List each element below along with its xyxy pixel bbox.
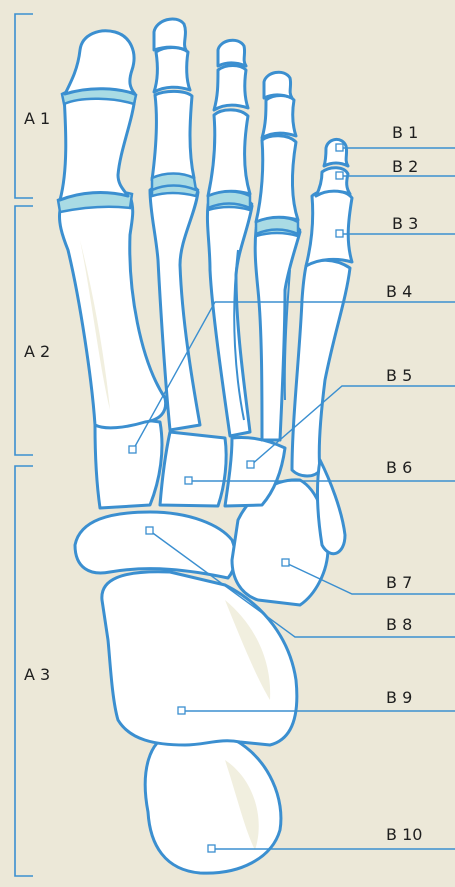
navicular-bone xyxy=(75,512,235,578)
toe-3-middle-phalanx xyxy=(214,66,248,111)
bracket-a2 xyxy=(15,206,33,455)
label-b1: B 1 xyxy=(392,123,418,142)
toe-2-proximal-phalanx xyxy=(152,91,194,180)
bracket-a1 xyxy=(15,14,33,198)
label-b5: B 5 xyxy=(386,366,412,385)
big-toe-distal-phalanx xyxy=(65,31,135,94)
toe-2-middle-phalanx xyxy=(154,48,190,93)
label-b6: B 6 xyxy=(386,458,412,477)
label-b10: B 10 xyxy=(386,825,422,844)
toe-2-distal-phalanx xyxy=(154,19,186,50)
toe-4-distal-phalanx xyxy=(264,72,292,98)
toe-3-distal-phalanx xyxy=(218,40,246,66)
toe-5-middle-phalanx xyxy=(316,168,350,196)
label-b7: B 7 xyxy=(386,573,412,592)
label-b8: B 8 xyxy=(386,615,412,634)
metatarsal-5-bone xyxy=(292,260,350,476)
label-b4: B 4 xyxy=(386,282,412,301)
medial-cuneiform-bone xyxy=(95,420,162,508)
toe-4-proximal-phalanx xyxy=(256,136,298,222)
toe-5-proximal-phalanx xyxy=(306,190,352,266)
metatarsal-3-bone xyxy=(207,198,252,436)
intermediate-cuneiform-bone xyxy=(160,432,226,506)
toe-4-middle-phalanx xyxy=(262,96,296,139)
label-a3: A 3 xyxy=(24,665,50,684)
leader-b1 xyxy=(336,144,455,151)
toe-3-proximal-phalanx xyxy=(208,110,250,196)
label-b9: B 9 xyxy=(386,688,412,707)
metatarsal-1-bone xyxy=(59,195,165,428)
metatarsal-5-tuberosity xyxy=(317,460,345,554)
big-toe-proximal-phalanx xyxy=(60,89,135,200)
label-a2: A 2 xyxy=(24,342,50,361)
label-b3: B 3 xyxy=(392,214,418,233)
label-b2: B 2 xyxy=(392,157,418,176)
label-a1: A 1 xyxy=(24,109,50,128)
